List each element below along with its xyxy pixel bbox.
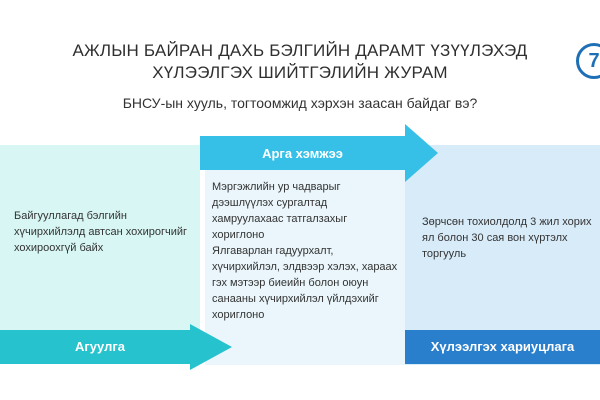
- measures-label: Арга хэмжээ: [262, 146, 343, 161]
- measures-item-2: Ялгаварлан гадуурхалт, хүчирхийлэл, элдв…: [212, 245, 398, 321]
- measures-panel: [205, 170, 405, 365]
- measures-arrow-head: [405, 124, 438, 182]
- content-label: Агуулга: [75, 339, 125, 354]
- content-text: Байгууллагад бэлгийн хүчирхийлэлд автсан…: [14, 210, 188, 254]
- liability-label: Хүлээлгэх хариуцлага: [430, 339, 575, 354]
- measures-arrow: [200, 124, 438, 182]
- measures-item-1: Мэргэжлийн ур чадварыг дээшлүүлэх сургал…: [212, 181, 348, 241]
- title-line-2: ХҮЛЭЭЛГЭХ ШИЙТГЭЛИЙН ЖУРАМ: [152, 63, 448, 82]
- liability-text: Зөрчсөн тохиолдолд 3 жил хорих ял болон …: [422, 216, 592, 260]
- content-panel: [0, 145, 200, 345]
- page-subtitle: БНСУ-ын хууль, тогтоомжид хэрхэн заасан …: [122, 95, 478, 111]
- page-title: АЖЛЫН БАЙРАН ДАХЬ БЭЛГИЙН ДАРАМТ ҮЗҮҮЛЭХ…: [0, 40, 600, 84]
- content-arrow-head: [190, 324, 232, 370]
- channel-logo-icon: 7: [576, 43, 600, 79]
- logo-text: 7: [588, 49, 600, 72]
- content-arrow: [0, 324, 232, 370]
- liability-bar: [405, 330, 600, 364]
- title-line-1: АЖЛЫН БАЙРАН ДАХЬ БЭЛГИЙН ДАРАМТ ҮЗҮҮЛЭХ…: [72, 41, 528, 60]
- measures-list: Мэргэжлийн ур чадварыг дээшлүүлэх сургал…: [212, 179, 400, 323]
